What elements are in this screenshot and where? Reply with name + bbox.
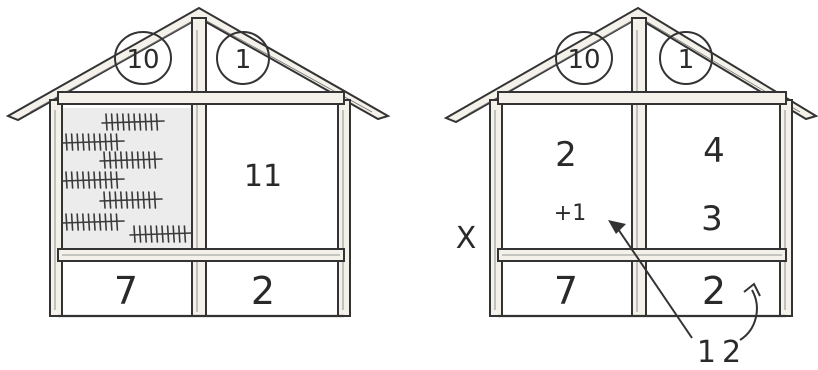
house-right-upper-ones-top: 4 xyxy=(703,131,725,171)
carry-arrow-head xyxy=(608,220,626,234)
house-left-upper-ones-value: 11 xyxy=(244,159,282,194)
tally-mark xyxy=(134,226,135,242)
house-right-right-post xyxy=(780,100,792,316)
house-left-tally-marks xyxy=(62,108,192,248)
house-left-top-beam xyxy=(58,92,344,104)
house-right-top-beam xyxy=(498,92,786,104)
house-left-center-post xyxy=(192,18,206,316)
house-right-bottom-ones-value: 2 xyxy=(702,269,726,313)
house-right-bottom-tens-value: 7 xyxy=(554,269,578,313)
product-annotation: 12 xyxy=(697,335,747,370)
tally-mark xyxy=(104,192,105,208)
house-left-left-post xyxy=(50,100,62,316)
tally-mark xyxy=(66,214,67,230)
tally-shading xyxy=(63,108,191,248)
tally-mark xyxy=(66,172,67,188)
carry-arrow xyxy=(616,226,692,338)
house-left-right-post xyxy=(338,100,350,316)
house-left: 10 1 11 7 2 xyxy=(8,8,388,316)
tally-mark xyxy=(66,134,67,150)
house-right-upper-tens-carry: +1 xyxy=(554,201,586,226)
house-left-bottom-ones-value: 2 xyxy=(251,269,275,313)
tally-mark xyxy=(106,114,107,130)
house-right-center-post xyxy=(632,18,646,316)
house-right-upper-ones-mid: 3 xyxy=(701,199,723,239)
house-right-upper-tens-top: 2 xyxy=(555,135,577,175)
multiply-sign: X xyxy=(456,221,477,256)
house-left-tens-label: 10 xyxy=(126,45,159,75)
house-right-tens-label: 10 xyxy=(567,45,600,75)
house-right-left-post xyxy=(490,100,502,316)
tally-mark xyxy=(104,152,105,168)
house-right-ones-label: 1 xyxy=(678,45,695,75)
house-right: 10 1 2 4 +1 3 7 2 X 12 xyxy=(446,8,816,370)
house-left-bottom-tens-value: 7 xyxy=(114,269,138,313)
house-left-ones-label: 1 xyxy=(235,45,252,75)
